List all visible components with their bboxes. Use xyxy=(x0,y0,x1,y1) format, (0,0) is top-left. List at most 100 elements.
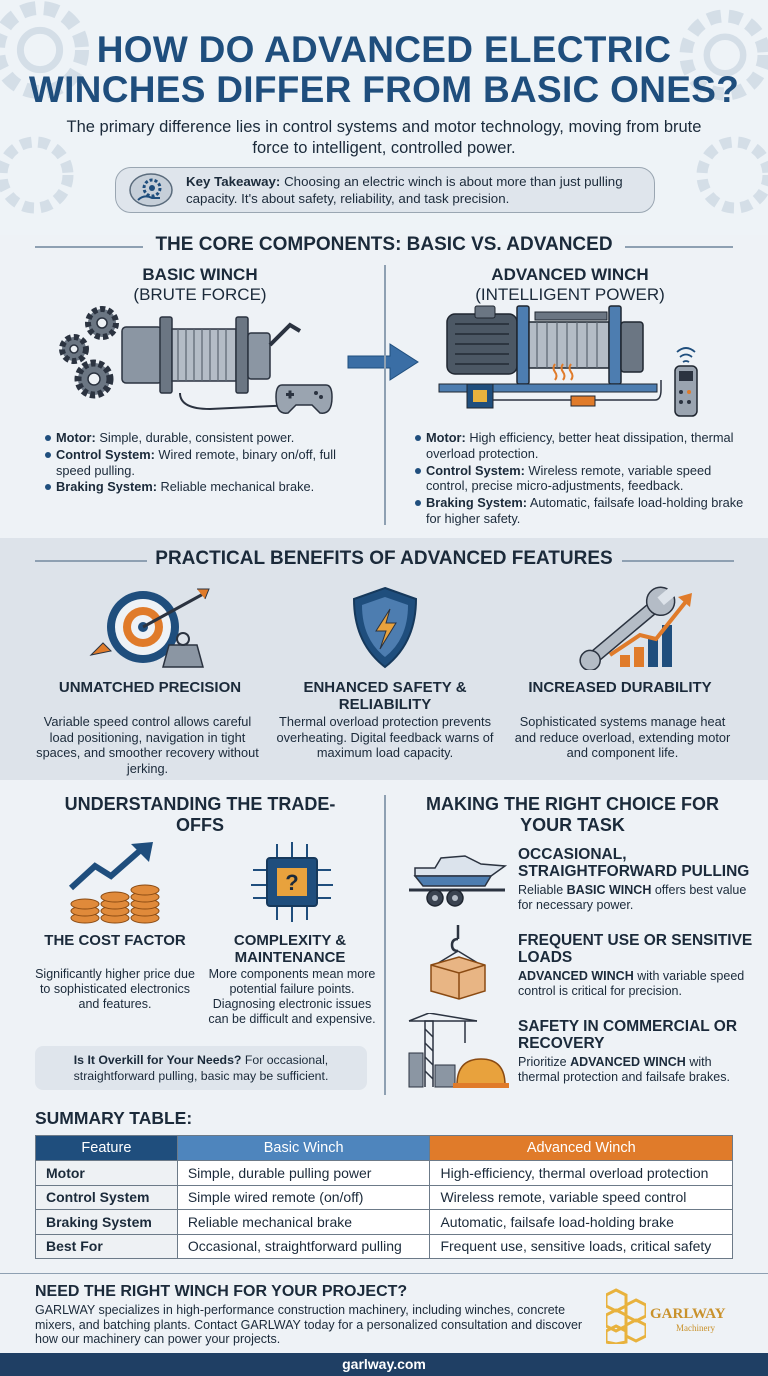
tradeoffs-heading: UNDERSTANDING THE TRADE-OFFS xyxy=(64,794,336,835)
table-cell: Control System xyxy=(35,1184,178,1210)
gear-hand-icon xyxy=(129,173,173,207)
table-row: Braking System Reliable mechanical brake… xyxy=(35,1209,733,1235)
column-divider xyxy=(384,795,386,1095)
title-line-1: HOW DO ADVANCED ELECTRIC xyxy=(96,29,672,70)
choice-heading: MAKING THE RIGHT CHOICE FOR YOUR TASK xyxy=(426,794,719,835)
footer-url-link[interactable]: garlway.com xyxy=(342,1356,426,1372)
heat-icon xyxy=(552,363,574,381)
weight-icon xyxy=(162,632,204,668)
takeaway-label: Key Takeaway: xyxy=(186,174,281,189)
overkill-note: Is It Overkill for Your Needs? For occas… xyxy=(35,1046,367,1090)
tradeoff-title-complexity: COMPLEXITY & MAINTENANCE xyxy=(233,932,347,966)
logo-name: GARLWAY xyxy=(650,1306,726,1322)
choice-text-safety: Prioritize ADVANCED WINCH with thermal p… xyxy=(518,1055,730,1084)
svg-text:?: ? xyxy=(285,870,298,895)
summary-table: Feature Basic Winch Advanced Winch Motor… xyxy=(35,1135,733,1259)
key-takeaway-box: Key Takeaway: Choosing an electric winch… xyxy=(115,167,655,213)
arrow-right-icon xyxy=(347,343,419,381)
table-cell: Wireless remote, variable speed control xyxy=(429,1184,733,1210)
table-cell: Best For xyxy=(35,1233,178,1259)
chip-question-icon: ? xyxy=(251,842,333,922)
advanced-winch-title: ADVANCED WINCH (INTELLIGENT POWER) xyxy=(455,265,685,305)
cta-heading: NEED THE RIGHT WINCH FOR YOUR PROJECT? xyxy=(35,1283,408,1300)
chip-icon xyxy=(466,383,494,409)
benefit-title-precision: UNMATCHED PRECISION xyxy=(58,679,242,696)
advanced-title-text: ADVANCED WINCH xyxy=(491,265,649,284)
gamepad-icon xyxy=(275,384,333,414)
choice-text-frequent: ADVANCED WINCH with variable speed contr… xyxy=(518,969,745,998)
bullet-item: Motor: High efficiency, better heat diss… xyxy=(415,430,745,462)
shield-lightning-icon xyxy=(352,586,418,669)
choice-title-occasional: OCCASIONAL, STRAIGHTFORWARD PULLING xyxy=(518,846,750,880)
column-header-advanced: Advanced Winch xyxy=(429,1135,733,1161)
header-section: HOW DO ADVANCED ELECTRIC WINCHES DIFFER … xyxy=(0,0,768,235)
page-subtitle: The primary difference lies in control s… xyxy=(66,118,702,157)
bullet-item: Braking System: Reliable mechanical brak… xyxy=(45,479,365,495)
gear-background-icon xyxy=(0,1,89,99)
column-divider xyxy=(384,265,386,525)
overkill-label: Is It Overkill for Your Needs? xyxy=(73,1053,242,1067)
bullet-item: Control System: Wireless remote, variabl… xyxy=(415,463,745,495)
title-line-2: WINCHES DIFFER FROM BASIC ONES? xyxy=(28,69,740,110)
tradeoff-title-cost: THE COST FACTOR xyxy=(44,932,186,949)
benefits-heading: PRACTICAL BENEFITS OF ADVANCED FEATURES xyxy=(0,548,768,570)
table-cell: Frequent use, sensitive loads, critical … xyxy=(429,1233,733,1259)
wrench-growth-icon xyxy=(579,586,692,670)
core-components-heading: THE CORE COMPONENTS: BASIC VS. ADVANCED xyxy=(0,234,768,256)
table-cell: Simple, durable pulling power xyxy=(176,1160,431,1186)
table-row: Control System Simple wired remote (on/o… xyxy=(35,1184,733,1210)
cost-coins-icon xyxy=(68,842,160,924)
benefit-text-durability: Sophisticated systems manage heat and re… xyxy=(514,714,731,760)
garlway-logo[interactable]: GARLWAY Machinery xyxy=(606,1288,736,1344)
target-arrow-icon xyxy=(89,588,210,668)
column-header-basic: Basic Winch xyxy=(176,1135,431,1161)
choice-text-occasional: Reliable BASIC WINCH offers best value f… xyxy=(518,883,747,912)
core-heading-text: THE CORE COMPONENTS: BASIC VS. ADVANCED xyxy=(155,234,613,255)
advanced-winch-illustration xyxy=(438,305,698,417)
benefit-title-safety: ENHANCED SAFETY & RELIABILITY xyxy=(303,679,467,713)
gear-icon xyxy=(59,306,119,399)
table-cell: Motor xyxy=(35,1160,178,1186)
crane-helmet-icon xyxy=(408,1013,509,1088)
table-cell: Braking System xyxy=(35,1209,178,1235)
table-row: Best For Occasional, straightforward pul… xyxy=(35,1233,733,1259)
footer-url-bar: garlway.com xyxy=(0,1353,768,1376)
benefit-title-durability: INCREASED DURABILITY xyxy=(528,679,712,696)
bullet-item: Control System: Wired remote, binary on/… xyxy=(45,447,365,479)
tradeoff-text-complexity: More components mean more potential fail… xyxy=(208,967,376,1026)
hexagon-logo-icon xyxy=(606,1288,646,1344)
choice-title-frequent: FREQUENT USE OR SENSITIVE LOADS xyxy=(518,932,753,966)
gear-background-icon xyxy=(0,136,74,214)
cta-section: NEED THE RIGHT WINCH FOR YOUR PROJECT? G… xyxy=(0,1273,768,1353)
bullet-item: Motor: Simple, durable, consistent power… xyxy=(45,430,365,446)
basic-winch-bullets: Motor: Simple, durable, consistent power… xyxy=(45,430,365,496)
benefits-heading-text: PRACTICAL BENEFITS OF ADVANCED FEATURES xyxy=(155,548,613,569)
table-cell: Occasional, straightforward pulling xyxy=(176,1233,431,1259)
basic-title-text: BASIC WINCH xyxy=(142,265,258,284)
choice-title-safety: SAFETY IN COMMERCIAL OR RECOVERY xyxy=(518,1018,738,1052)
bullet-item: Braking System: Automatic, failsafe load… xyxy=(415,495,745,527)
summary-heading: SUMMARY TABLE: xyxy=(35,1108,193,1128)
advanced-subtitle-text: (INTELLIGENT POWER) xyxy=(475,285,665,304)
crate-hook-icon xyxy=(430,925,486,1000)
boat-trailer-icon xyxy=(409,855,508,907)
table-cell: Automatic, failsafe load-holding brake xyxy=(429,1209,733,1235)
tradeoff-text-cost: Significantly higher price due to sophis… xyxy=(35,967,195,1011)
benefit-text-safety: Thermal overload protection prevents ove… xyxy=(276,714,494,760)
table-cell: Simple wired remote (on/off) xyxy=(176,1184,431,1210)
table-header-row: Feature Basic Winch Advanced Winch xyxy=(35,1135,733,1161)
basic-winch-illustration xyxy=(59,306,333,414)
takeaway-text: Choosing an electric winch is about more… xyxy=(186,174,623,206)
table-cell: Reliable mechanical brake xyxy=(176,1209,431,1235)
table-row: Motor Simple, durable pulling power High… xyxy=(35,1160,733,1186)
wireless-remote-icon xyxy=(674,347,698,417)
table-cell: High-efficiency, thermal overload protec… xyxy=(429,1160,733,1186)
page-title: HOW DO ADVANCED ELECTRIC WINCHES DIFFER … xyxy=(0,30,768,110)
basic-winch-title: BASIC WINCH (BRUTE FORCE) xyxy=(100,265,300,305)
advanced-winch-bullets: Motor: High efficiency, better heat diss… xyxy=(415,430,745,528)
cta-text: GARLWAY specializes in high-performance … xyxy=(35,1303,583,1346)
benefit-text-precision: Variable speed control allows careful lo… xyxy=(36,714,259,776)
basic-subtitle-text: (BRUTE FORCE) xyxy=(133,285,267,304)
column-header-feature: Feature xyxy=(35,1135,178,1161)
logo-subtitle: Machinery xyxy=(676,1323,715,1333)
